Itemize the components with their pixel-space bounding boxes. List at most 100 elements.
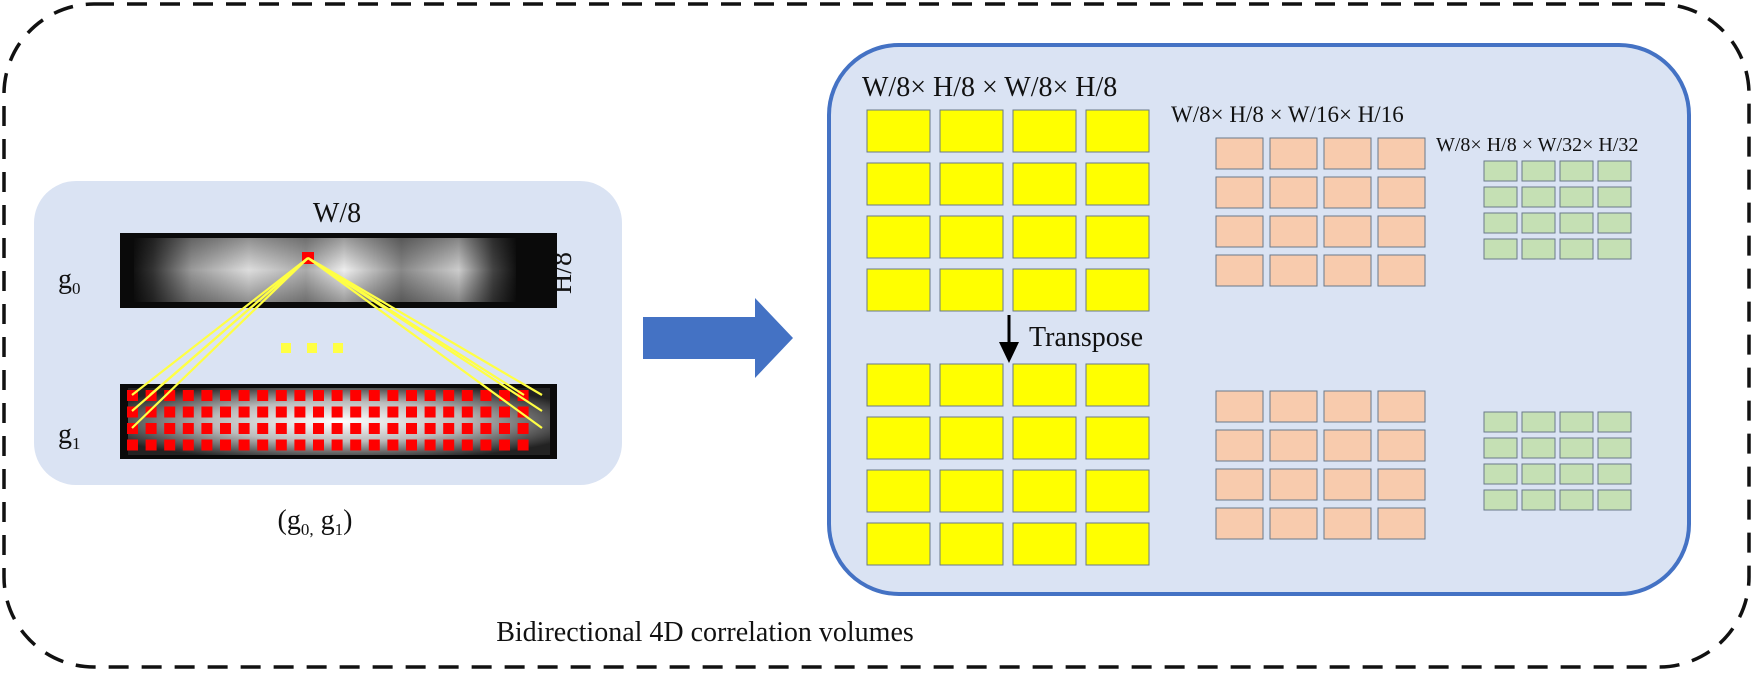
candidate-pixel (275, 439, 287, 451)
volume-cell-small (1483, 463, 1518, 485)
volume-cell-medium (1215, 468, 1264, 501)
volume-cell-medium (1323, 215, 1372, 248)
candidate-pixel (238, 423, 250, 434)
volume-medium-label: W/8× H/8 × W/16× H/16 (1171, 102, 1404, 127)
candidate-pixel (164, 390, 176, 401)
candidate-pixel (313, 423, 324, 434)
volume-cell-medium (1377, 254, 1426, 287)
volume-cell-medium (1215, 507, 1264, 540)
volume-cell-large (866, 162, 931, 206)
volume-large-backward (866, 363, 1150, 566)
ellipsis-dots (281, 343, 343, 353)
volume-cell-medium (1269, 176, 1318, 209)
candidate-pixel (406, 439, 417, 451)
volume-cell-medium (1323, 507, 1372, 540)
candidate-pixel (238, 406, 250, 418)
candidate-pixel (480, 439, 492, 451)
candidate-pixel (331, 406, 343, 418)
candidate-pixel (517, 423, 529, 434)
candidate-pixel (238, 439, 250, 451)
volume-cell-large (866, 215, 931, 259)
volume-cell-medium (1377, 176, 1426, 209)
candidate-pixel (480, 406, 492, 418)
connector-line (307, 257, 543, 396)
candidate-pixel (387, 406, 399, 418)
candidate-pixel (461, 423, 473, 434)
volume-cell-large (1085, 215, 1150, 259)
candidate-pixel (406, 406, 417, 418)
candidate-pixel (331, 439, 343, 451)
volume-cell-medium (1215, 390, 1264, 423)
candidate-pixel (257, 423, 269, 434)
candidate-pixel (145, 423, 157, 434)
volume-cell-large (866, 268, 931, 312)
volume-cell-small (1483, 437, 1518, 459)
candidate-pixel (499, 390, 510, 401)
candidate-pixel (182, 423, 194, 434)
volume-cell-large (1012, 363, 1077, 407)
candidate-pixel (424, 390, 436, 401)
volume-cell-small (1521, 463, 1556, 485)
candidate-pixel (331, 423, 343, 434)
volume-cell-medium (1323, 137, 1372, 170)
volume-cell-large (866, 109, 931, 153)
candidate-pixel (350, 390, 362, 401)
volume-cell-large (939, 416, 1004, 460)
candidate-pixel (127, 439, 138, 451)
volume-cell-small (1597, 212, 1632, 234)
candidate-pixel (331, 390, 343, 401)
volume-cell-large (866, 416, 931, 460)
volume-cell-medium (1377, 137, 1426, 170)
volume-large-label: W/8× H/8 × W/8× H/8 (862, 72, 1117, 103)
candidate-pixel (275, 406, 287, 418)
volume-cell-small (1597, 463, 1632, 485)
candidate-pixel (406, 423, 417, 434)
volume-large-forward (866, 109, 1150, 312)
candidate-pixel (387, 423, 399, 434)
volume-cell-small (1597, 186, 1632, 208)
volume-cell-small (1483, 212, 1518, 234)
candidate-pixel (499, 406, 510, 418)
feature-pair-label: (g0, g1) (278, 505, 353, 539)
transpose-label: Transpose (1029, 322, 1143, 353)
connector-line (307, 257, 543, 429)
candidate-pixel (424, 423, 436, 434)
volume-cell-large (939, 109, 1004, 153)
volume-medium-forward (1215, 137, 1426, 287)
ellipsis-dot (333, 343, 343, 353)
volume-cell-large (1012, 215, 1077, 259)
volume-cell-small (1559, 489, 1594, 511)
volume-cell-small (1483, 186, 1518, 208)
candidate-pixel (182, 390, 194, 401)
outer-dashed-frame (2, 2, 1751, 669)
candidate-pixel (443, 390, 455, 401)
candidate-pixel (480, 390, 492, 401)
volume-cell-large (1085, 162, 1150, 206)
candidate-pixel (461, 406, 473, 418)
volume-cell-medium (1377, 507, 1426, 540)
candidate-pixel (313, 439, 324, 451)
volume-small-label: W/8× H/8 × W/32× H/32 (1436, 134, 1638, 156)
volume-cell-small (1521, 186, 1556, 208)
candidate-pixel (461, 439, 473, 451)
candidate-pixel (257, 406, 269, 418)
volume-cell-medium (1377, 468, 1426, 501)
volume-cell-large (939, 363, 1004, 407)
candidate-pixel (499, 439, 510, 451)
candidate-pixel (368, 423, 380, 434)
volume-cell-large (1012, 162, 1077, 206)
candidate-pixel (387, 390, 399, 401)
candidate-pixel (257, 439, 269, 451)
correlation-volumes-panel: W/8× H/8 × W/8× H/8 W/8× H/8 × W/16× H/1… (827, 43, 1691, 596)
volume-cell-medium (1377, 215, 1426, 248)
volume-cell-medium (1215, 215, 1264, 248)
width-label: W/8 (313, 198, 361, 229)
candidate-pixel (368, 439, 380, 451)
volume-cell-medium (1269, 390, 1318, 423)
volume-cell-medium (1323, 468, 1372, 501)
candidate-pixel (201, 406, 213, 418)
candidate-pixel (350, 406, 362, 418)
volume-cell-small (1521, 437, 1556, 459)
volume-small-backward (1483, 411, 1632, 511)
volume-cell-large (939, 215, 1004, 259)
